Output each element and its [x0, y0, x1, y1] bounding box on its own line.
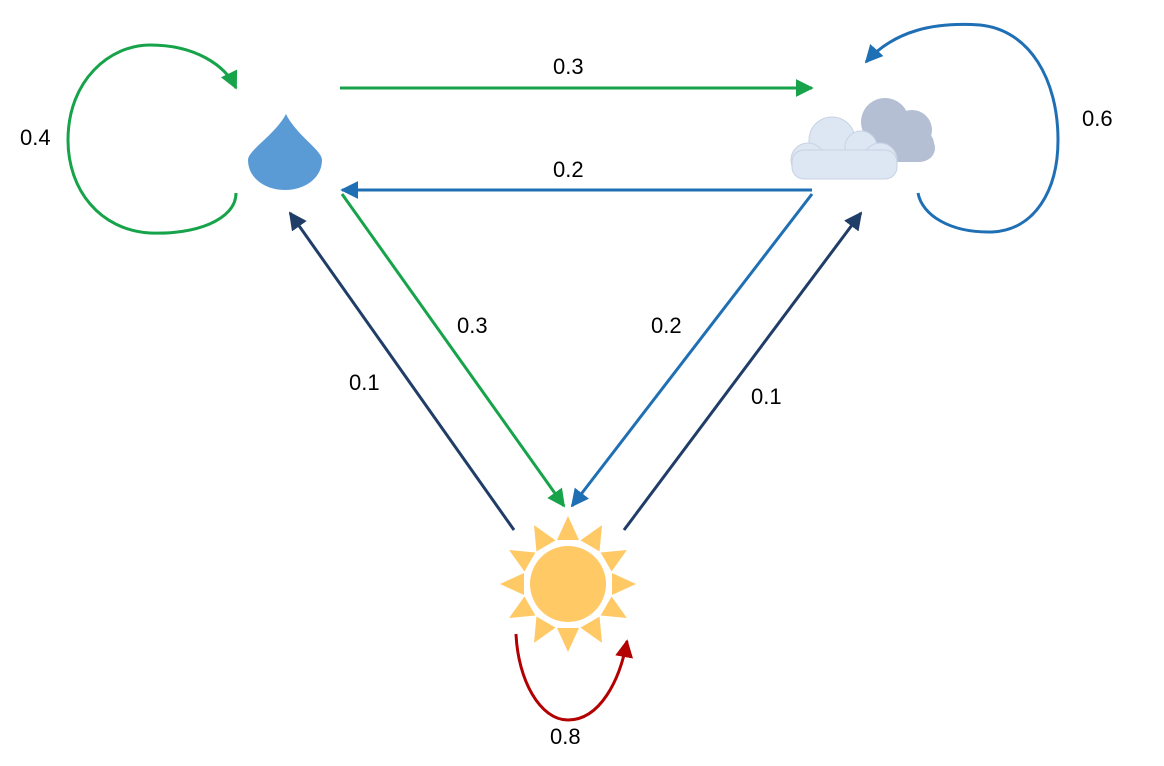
label-rain-cloudy: 0.3 [553, 54, 584, 79]
sun-ray [557, 628, 579, 652]
label-cloudy-sunny: 0.2 [651, 313, 682, 338]
edge-cloudy-sunny [570, 193, 814, 508]
label-sunny-cloudy: 0.1 [751, 384, 782, 409]
sun-ray [534, 616, 556, 643]
label-rain-rain: 0.4 [20, 125, 51, 150]
edge-rain-rain [66, 43, 238, 235]
edge-sunny-rain [288, 211, 516, 531]
sun-ray [612, 573, 636, 595]
sun-ray [509, 550, 536, 572]
sun-ray [534, 525, 556, 552]
sun-ray [600, 550, 627, 572]
edge-sunny-sunny [514, 633, 633, 722]
sun-ray [600, 596, 627, 618]
raindrop-icon [248, 114, 322, 190]
edge-cloudy-cloudy [864, 22, 1060, 234]
cloud-icon [790, 98, 935, 180]
label-cloudy-rain: 0.2 [553, 157, 584, 182]
sun-ray [580, 525, 602, 552]
sun-ray [500, 573, 524, 595]
sun-icon [500, 516, 636, 652]
sun-ray [557, 516, 579, 540]
sun-ray [509, 596, 536, 618]
edge-sunny-cloudy [622, 211, 863, 531]
label-sunny-sunny: 0.8 [550, 724, 581, 749]
label-rain-sunny: 0.3 [457, 313, 488, 338]
sun-ray [580, 616, 602, 643]
label-sunny-rain: 0.1 [349, 370, 380, 395]
label-cloudy-cloudy: 0.6 [1082, 106, 1113, 131]
edge-rain-sunny [340, 193, 566, 508]
